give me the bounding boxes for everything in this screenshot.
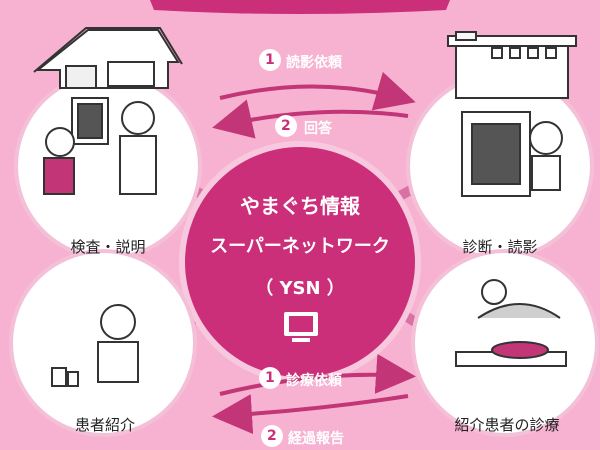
number-badges	[259, 49, 297, 447]
doctor-patient-figures	[43, 101, 157, 195]
arrow-request-reading	[219, 71, 416, 111]
hospital-building-icon	[447, 31, 577, 99]
arrow-label-num-1a: 1	[265, 52, 275, 68]
xray-film-icon-left	[71, 97, 109, 145]
node-label-top-left: 検査・説明	[70, 238, 146, 256]
arrow-label-num-2a: 2	[281, 118, 291, 134]
node-label-bottom-right: 紹介患者の診療	[454, 416, 560, 434]
radiologist-figure	[529, 121, 563, 191]
node-label-top-right: 診断・読影	[462, 238, 538, 256]
arrow-request-care	[219, 353, 416, 396]
center-subtitle: スーパーネットワーク	[210, 236, 390, 257]
top-banner	[150, 0, 450, 14]
patient-bed-figures	[455, 279, 567, 367]
arrow-label-request-reading: 読影依頼	[286, 55, 342, 71]
arrow-label-progress-report: 経過報告	[288, 431, 344, 447]
arrow-label-request-care: 診療依頼	[286, 373, 342, 389]
arrow-answer	[212, 99, 409, 139]
arrow-progress-report	[212, 394, 409, 435]
center-circle	[179, 141, 421, 383]
arrow-label-num-2b: 2	[267, 428, 277, 444]
arrow-label-num-1b: 1	[265, 370, 275, 386]
center-title: やまぐち情報	[240, 194, 360, 218]
center-abbrev: （ YSN ）	[255, 278, 345, 299]
monitor-icon	[284, 312, 318, 342]
xray-film-icon-right	[461, 111, 531, 197]
arrow-label-answer: 回答	[304, 121, 332, 137]
clinic-house-icon	[33, 27, 183, 89]
node-label-bottom-left: 患者紹介	[74, 416, 135, 434]
referring-doctor-figure	[51, 304, 139, 387]
